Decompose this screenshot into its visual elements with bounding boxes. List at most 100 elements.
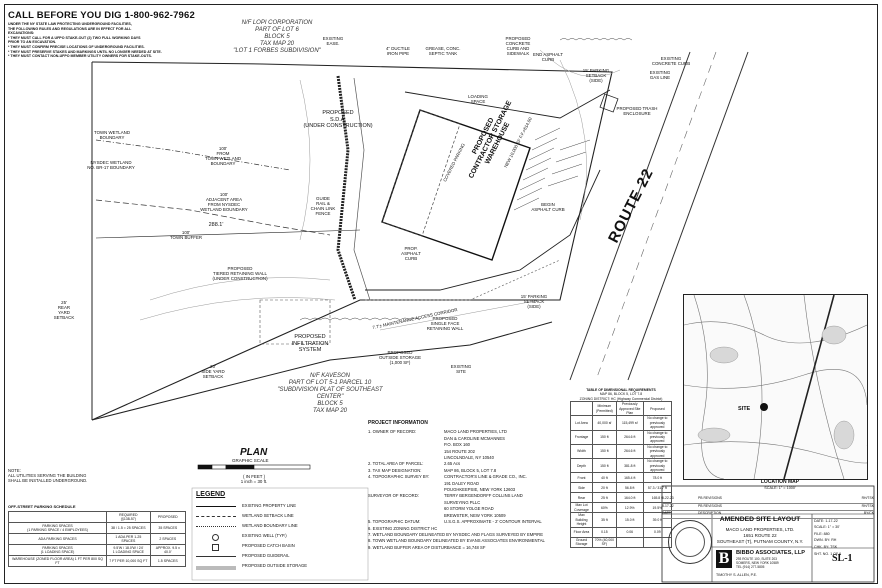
project-info-key: 4. TOPOGRAPHIC SURVEY BY: [368,474,430,480]
easement-label: EXISTING EASE. [322,36,344,46]
table-cell: 1.5 SPACES [149,555,187,567]
dig-warning-line: EXCAVATIONS: [8,31,35,36]
contour-lines [139,49,621,331]
table-cell: 35 SPACES [149,522,187,534]
legend-item: WETLAND BOUNDARY LINE [196,523,376,533]
route-edge-east [627,51,749,381]
wetland-boundary [95,139,291,171]
plan-title: PLAN [240,447,268,458]
table-cell: Depth [570,458,593,474]
project-info-key: SURVEYOR OF RECORD: [368,493,419,499]
table-cell: 115,499 sf [615,415,644,431]
infiltration-system [259,299,331,345]
table-cell: 15.0 ft [615,512,644,528]
property-line [91,63,613,421]
legend-item-label: PROPOSED CATCH BASIN [242,543,295,548]
table-cell: Width [570,443,593,460]
access-drive [365,169,601,291]
table-cell: 38 / 1.5 = 25 SPACES [106,522,151,534]
table-cell: Frontage [570,429,593,445]
sheet-info-row: FILE: 880 [814,531,830,536]
table-cell: 264.6 ft [615,443,644,460]
project-info-row: SURVEYOR OF RECORD:TERRY BERGENDORFF COL… [368,493,548,519]
table-header [7,511,108,523]
table-cell: PARKING SPACES (1 PARKING SPACE / 4 EMPL… [7,522,108,534]
table-cell: 264.6 ft [615,429,644,445]
location-map-scale: SCALE: 1" = 1000' [764,486,796,490]
rear-setback-label: 25' REAR YARD SETBACK [53,300,75,320]
table-cell: 9.5'W / 18.0'W / 24' 1 LOADING SPACE [106,544,151,556]
dig-warning-line: THE FOLLOWING RULES AND REGULATIONS ARE … [8,26,132,31]
location-map-drawing [684,295,867,479]
project-info-value: MAP 86, BLOCK 5, LOT 7.8 [444,467,497,473]
engineer-seal-icon [668,520,712,564]
legend-item-label: PROPOSED GUIDERAIL [242,553,290,558]
zoning-district: ZONING DISTRICT: HC (Highway Commercial … [579,396,663,401]
project-info-title: PROJECT INFORMATION [368,420,428,426]
table-cell: 164.0 ft [615,492,644,504]
loading-label: LOADING SPACE [468,94,488,104]
legend-title: LEGEND [196,491,226,498]
infiltration-label: PROPOSED INFILTRATION SYSTEM [291,334,329,353]
revision-by: RH/TSK [861,496,874,500]
revision-desc: PB REVISIONS [698,496,722,500]
legend-item-label: WETLAND SETBACK LINE [242,513,294,518]
parking-schedule-title: OFF-STREET PARKING SCHEDULE [8,504,76,509]
existing-site-label: EXISTING SITE [450,364,472,374]
prop-curb-label: PROP. ASPHALT CURB [401,246,421,261]
dig-warning-title: CALL BEFORE YOU DIG 1-800-962-7962 [8,10,196,21]
table-cell: 25 ft [591,492,617,504]
septic-label: GREASE, CONC. SEPTIC TANK [425,46,461,56]
table-cell: 0.06 [615,526,644,538]
firm-name: BIBBO ASSOCIATES, LLP [736,550,805,556]
info-value: 1 OF 6 [830,552,842,556]
revision-date: 8-17-22 [662,503,674,508]
graphic-scale [197,464,311,470]
table-cell: No change to previously approved [642,415,673,431]
info-label: CHK. BY [814,544,829,549]
table-cell: ADA PARKING SPACES [7,533,108,545]
table-cell: Rear [570,492,593,504]
info-value: RH [831,538,837,543]
sheet-info: DATE: 1-17-22 SCALE: 1" = 30' FILE: 880 … [814,518,874,550]
legend-item-label: EXISTING WELL (TYP.) [242,533,287,538]
table-cell: 1 ADA PER 1-25 SPACES [106,533,151,545]
front-setback-label: 15' PARKING SETBACK (SIDE) [582,68,610,83]
firm-logo-icon: B [716,550,732,568]
project-info-value: CONTRACTOR'S LINE & GRADE CO., INC. 191 … [444,474,527,493]
route-edge-mid [595,51,717,381]
project-information: PROJECT INFORMATION 1. OWNER OF RECORD: M… [368,420,548,551]
concrete-curb-label: PROPOSED CONCRETE CURB AND SIDEWALK [505,36,531,56]
parking-schedule: OFF-STREET PARKING SCHEDULE REQUIRED (§1… [7,504,187,567]
legend-item: EXISTING PROPERTY LINE [196,503,376,513]
info-value: 1-17-22 [825,519,838,523]
info-value: 1" = 30' [827,525,840,530]
project-info-key: 7. WETLAND BOUNDARY DELINEATED BY NYSDEC… [368,531,543,537]
table-cell: 35 ft [591,512,617,528]
begin-curb-label: BEGIN ASPHALT CURB [531,202,565,212]
project-info-key: 6. EXISTING ZONING DISTRICT HC [368,525,438,531]
project-info-key: 3. TAX MAP DESIGNATION: [368,467,422,473]
table-cell: 56.8 ft [615,482,644,494]
revision-desc: PB REVISIONS [698,503,722,508]
dig-warning-line: UNDER THE NY STATE LAW PROTECTING UNDERG… [8,22,132,26]
covered-parking-area [381,109,461,237]
table-header: Minimum (Permitted) [591,401,617,417]
project-info-row: 8. TOWN WETLAND BOUNDARY DELINEATED BY E… [368,538,548,544]
project-info-row: 7. WETLAND BOUNDARY DELINEATED BY NYSDEC… [368,532,548,538]
project-info-key: 1. OWNER OF RECORD: [368,429,417,435]
tiered-retaining-wall [336,75,357,301]
dig-warning-line: * THEY MUST PRESERVE STAKES AND MARKINGS… [8,49,162,54]
trash-label: PROPOSED TRASH ENCLOSURE [616,106,658,116]
table-cell: No change to previously approved [642,458,673,474]
sheet-info-row: SCALE: 1" = 30' [814,525,840,530]
